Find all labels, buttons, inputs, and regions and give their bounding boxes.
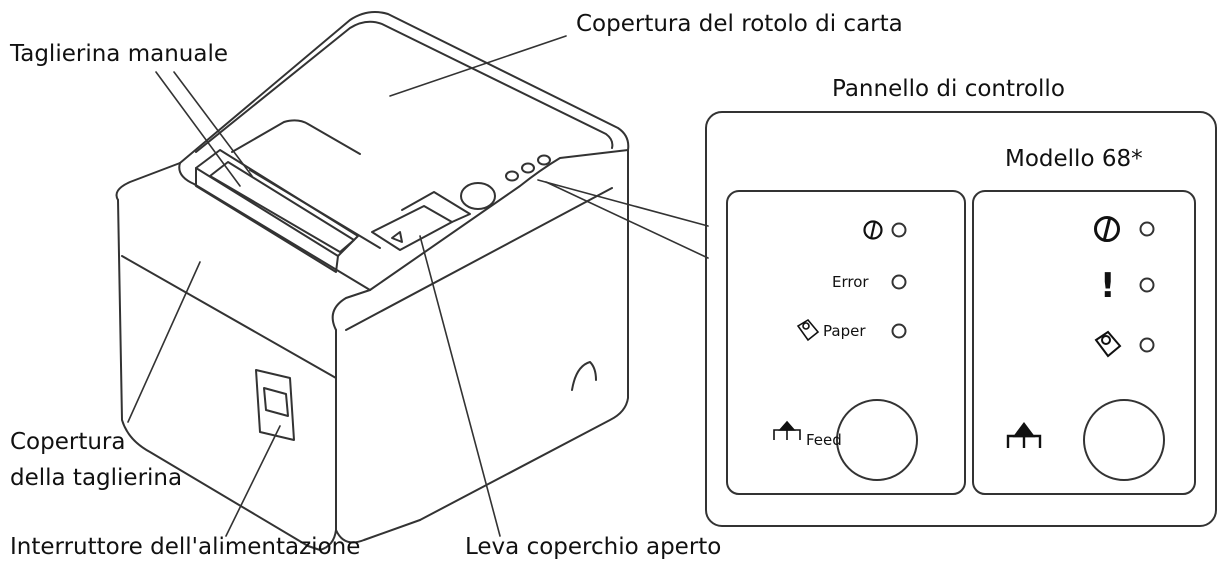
control-panel-label: Pannello di controllo — [832, 76, 1065, 102]
paper-led-model68 — [1139, 337, 1155, 353]
model-label: Modello 68* — [1005, 146, 1143, 172]
control-panel-frame — [705, 111, 1217, 527]
manual-cutter-label: Taglierina manuale — [10, 41, 228, 67]
cover-open-lever-label: Leva coperchio aperto — [465, 534, 722, 560]
cutter-cover-label-line2: della taglierina — [10, 465, 183, 491]
error-led-model68 — [1139, 277, 1155, 293]
power-icon — [863, 220, 883, 240]
paper-end-icon-model68 — [1094, 330, 1122, 358]
feed-icon-model68 — [1006, 422, 1042, 448]
paper-roll-cover-label: Copertura del rotolo di carta — [576, 11, 903, 37]
paper-led — [891, 323, 907, 339]
power-switch-label: Interruttore dell'alimentazione — [10, 534, 361, 560]
error-label: Error — [832, 273, 869, 291]
printer-body — [115, 11, 630, 551]
power-icon-model68 — [1094, 216, 1120, 242]
paper-end-icon — [796, 318, 820, 342]
power-led — [891, 222, 907, 238]
feed-label: Feed — [806, 431, 842, 449]
error-symbol: ! — [1100, 266, 1116, 306]
paper-label: Paper — [823, 322, 866, 340]
feed-button-model68[interactable] — [1083, 399, 1165, 481]
cutter-cover-label-line1: Copertura — [10, 429, 126, 455]
feed-button[interactable] — [836, 399, 918, 481]
control-panel-model68 — [972, 190, 1196, 495]
power-led-model68 — [1139, 221, 1155, 237]
feed-icon — [773, 420, 801, 440]
error-led — [891, 274, 907, 290]
leader-lines — [127, 35, 709, 537]
control-panel-standard — [726, 190, 966, 495]
